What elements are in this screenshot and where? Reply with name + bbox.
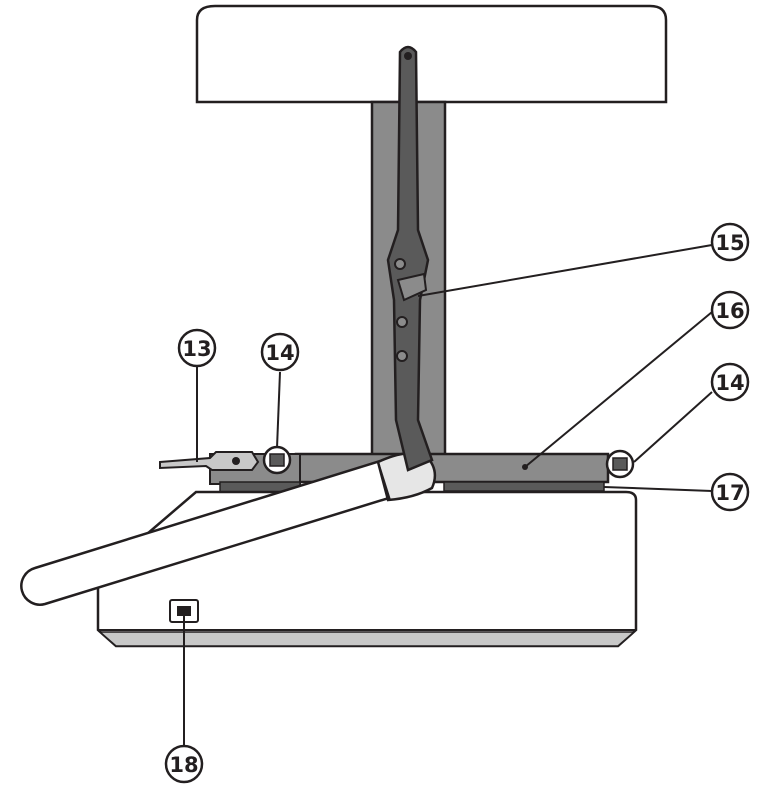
lever-rivet-1 bbox=[394, 258, 406, 270]
callout-15: 15 bbox=[710, 222, 750, 262]
leader-14a bbox=[276, 371, 281, 449]
right-knob-core bbox=[612, 457, 628, 471]
left-knob-core bbox=[269, 453, 285, 467]
latch-pin bbox=[232, 457, 240, 465]
lever-arm bbox=[386, 45, 434, 472]
callout-18: 18 bbox=[164, 744, 204, 784]
callout-13: 13 bbox=[177, 328, 217, 368]
callout-18-label: 18 bbox=[169, 753, 198, 777]
leader-14b bbox=[633, 391, 713, 463]
top-cushion bbox=[195, 4, 668, 104]
callout-14-left: 14 bbox=[260, 332, 300, 372]
diagonal-handle bbox=[20, 456, 407, 606]
handle-cap-seam bbox=[377, 461, 391, 501]
lever-latch bbox=[396, 272, 428, 302]
callout-16-label: 16 bbox=[715, 299, 744, 323]
leader-17 bbox=[603, 486, 713, 492]
leader-16 bbox=[524, 311, 713, 468]
callout-17-label: 17 bbox=[715, 481, 744, 505]
callout-14-left-label: 14 bbox=[265, 341, 294, 365]
callout-14-right-label: 14 bbox=[715, 371, 744, 395]
lever-rivet-3 bbox=[396, 350, 408, 362]
leader-15 bbox=[417, 244, 713, 297]
left-latch bbox=[159, 451, 260, 471]
lever-pivot-top bbox=[404, 52, 412, 60]
callout-15-label: 15 bbox=[715, 231, 744, 255]
callout-13-label: 13 bbox=[182, 337, 211, 361]
callout-14-right: 14 bbox=[710, 362, 750, 402]
callout-16: 16 bbox=[710, 290, 750, 330]
base-bottom-shade bbox=[98, 631, 636, 647]
callout-17: 17 bbox=[710, 472, 750, 512]
lever-rivet-2 bbox=[396, 316, 408, 328]
bottom-strip bbox=[443, 481, 605, 492]
